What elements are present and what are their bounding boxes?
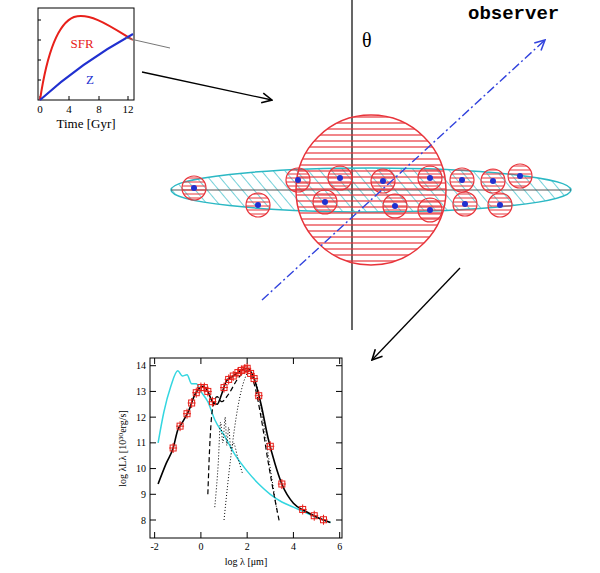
axis-title: log λLλ [10³⁰erg/s]	[116, 410, 127, 487]
tick-label: 11	[136, 437, 146, 448]
tick-label: 2	[245, 541, 250, 552]
tick-label: 8	[96, 103, 102, 115]
tick-label: 9	[141, 489, 146, 500]
arrow	[142, 72, 272, 100]
leader-line	[126, 38, 170, 48]
axis-title: Time [Gyr]	[56, 117, 115, 131]
tick-label: 10	[136, 463, 146, 474]
curve-label: Z	[86, 73, 94, 87]
tick-label: 14	[136, 360, 146, 371]
tick-label: 12	[136, 412, 146, 423]
sfr-plot	[38, 8, 134, 100]
tick-label: 4	[66, 103, 72, 115]
tick-label: 0	[37, 103, 43, 115]
bulge	[296, 115, 446, 265]
arrow	[372, 268, 460, 360]
molecular-clouds	[182, 164, 532, 222]
tick-label: 12	[123, 103, 134, 115]
axis-title: log λ [μm]	[225, 556, 267, 567]
tick-label: 13	[136, 386, 146, 397]
tick-label: 6	[337, 541, 342, 552]
angle-label: θ	[362, 29, 372, 51]
tick-label: 8	[141, 515, 146, 526]
line-of-sight	[262, 40, 545, 300]
curve-label: SFR	[70, 37, 93, 51]
observer-label: observer	[468, 4, 559, 25]
tick-label: 0	[198, 541, 203, 552]
sed-plot	[150, 358, 342, 538]
tick-label: -2	[150, 541, 158, 552]
tick-label: 4	[291, 541, 296, 552]
